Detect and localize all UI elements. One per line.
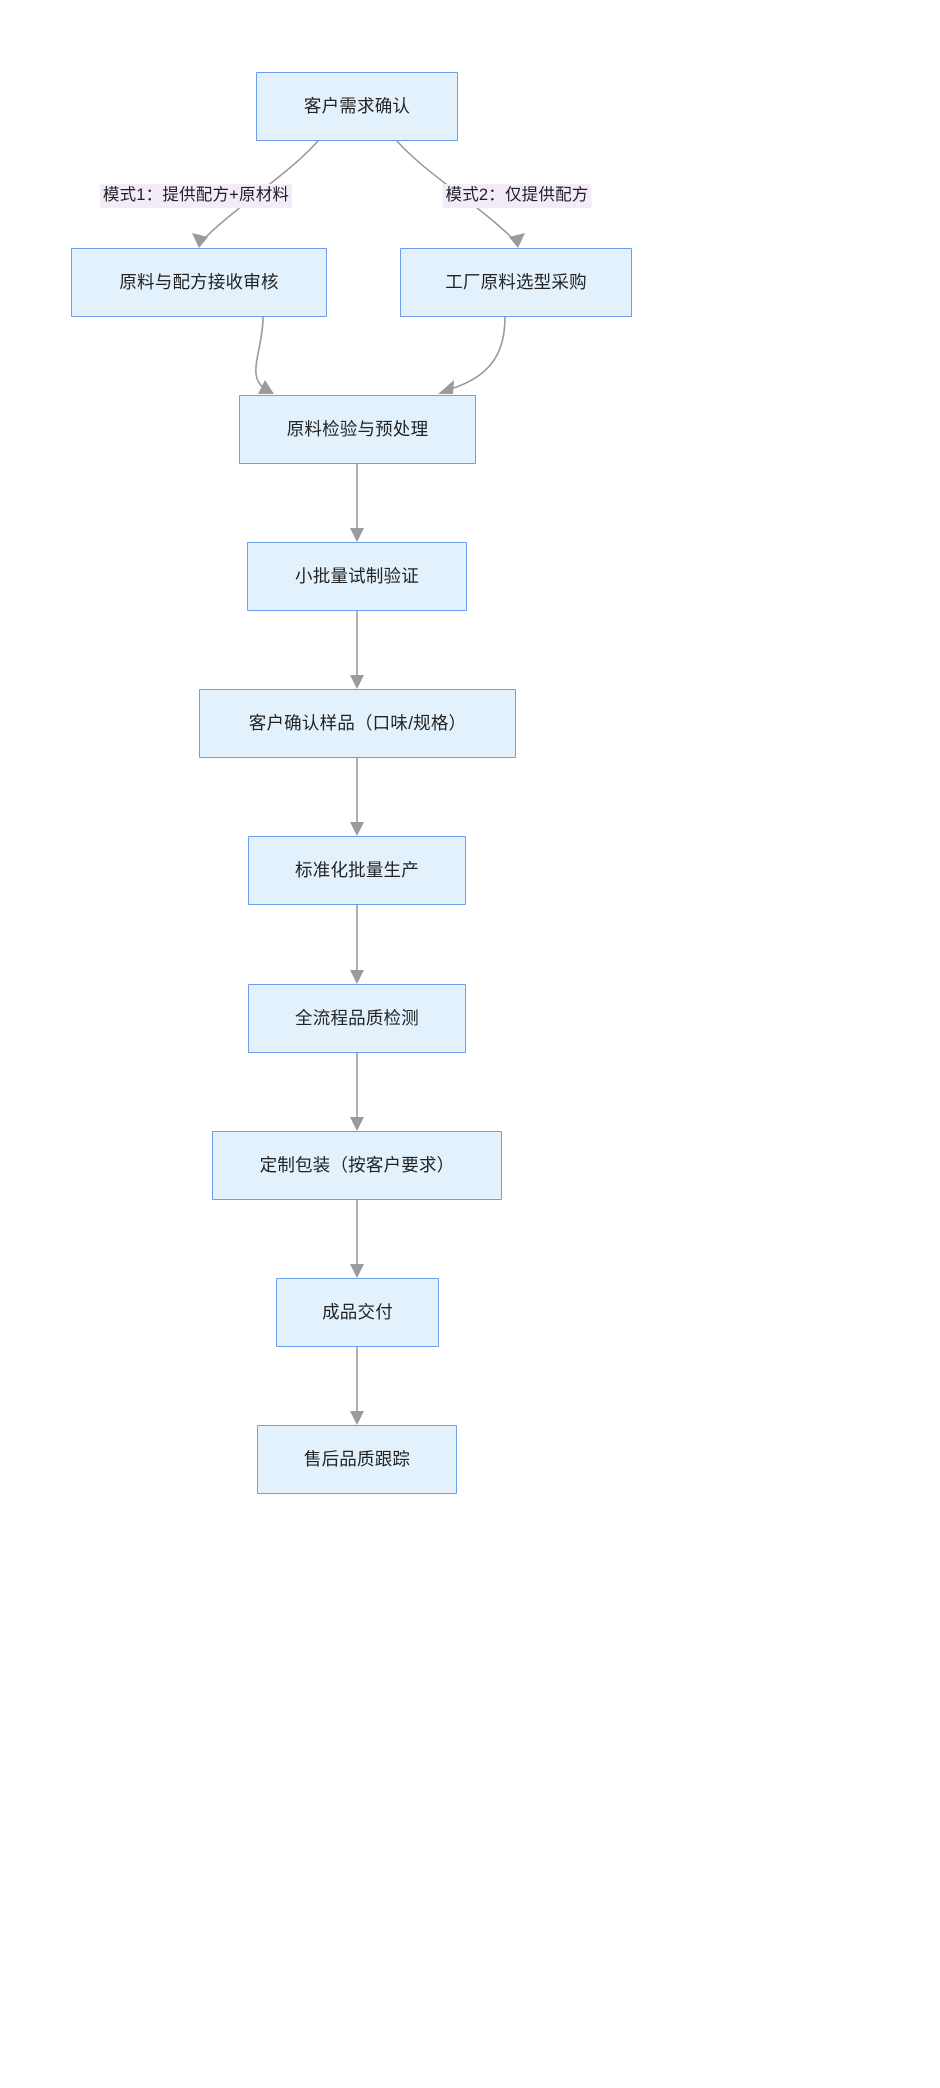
edge-n10-n11 <box>350 1347 364 1425</box>
arrow-head-icon <box>192 233 208 248</box>
arrow-head-icon <box>350 528 364 542</box>
node-label: 原料检验与预处理 <box>286 418 429 439</box>
arrow-head-icon <box>350 1117 364 1131</box>
node-custom-packaging[interactable]: 定制包装（按客户要求） <box>212 1131 502 1200</box>
node-customer-requirement[interactable]: 客户需求确认 <box>256 72 458 141</box>
node-full-process-quality-check[interactable]: 全流程品质检测 <box>248 984 466 1053</box>
node-small-batch-trial[interactable]: 小批量试制验证 <box>247 542 467 611</box>
node-label: 原料与配方接收审核 <box>119 271 279 292</box>
node-label: 定制包装（按客户要求） <box>259 1154 455 1175</box>
arrow-head-icon <box>258 380 274 394</box>
edge-label-mode-2: 模式2：仅提供配方 <box>442 184 592 208</box>
edge-n8-n9 <box>350 1053 364 1131</box>
node-label: 成品交付 <box>322 1301 393 1322</box>
edge-line <box>255 316 269 392</box>
arrow-head-icon <box>509 233 525 248</box>
node-label: 标准化批量生产 <box>295 859 419 880</box>
arrow-head-icon <box>350 970 364 984</box>
edge-n2-n4 <box>255 316 274 394</box>
edge-n9-n10 <box>350 1200 364 1278</box>
node-finished-goods-delivery[interactable]: 成品交付 <box>276 1278 439 1347</box>
node-factory-material-procurement[interactable]: 工厂原料选型采购 <box>400 248 632 317</box>
arrow-head-icon <box>350 1411 364 1425</box>
arrow-head-icon <box>438 380 454 394</box>
node-label: 售后品质跟踪 <box>303 1448 411 1469</box>
node-label: 工厂原料选型采购 <box>445 271 587 292</box>
arrow-head-icon <box>350 822 364 836</box>
node-label: 客户确认样品（口味/规格） <box>248 712 467 733</box>
arrow-head-icon <box>350 1264 364 1278</box>
edge-n3-n4 <box>438 316 506 394</box>
node-material-formula-review[interactable]: 原料与配方接收审核 <box>71 248 327 317</box>
node-material-inspection-pretreatment[interactable]: 原料检验与预处理 <box>239 395 476 464</box>
edge-n5-n6 <box>350 611 364 689</box>
edge-n4-n5 <box>350 464 364 542</box>
node-label: 全流程品质检测 <box>295 1007 419 1028</box>
node-standard-mass-production[interactable]: 标准化批量生产 <box>248 836 466 905</box>
node-label: 客户需求确认 <box>303 95 411 116</box>
node-customer-sample-confirm[interactable]: 客户确认样品（口味/规格） <box>199 689 516 758</box>
edge-line <box>443 316 506 392</box>
edge-n6-n7 <box>350 758 364 836</box>
edge-label-mode-1: 模式1：提供配方+原材料 <box>99 184 293 208</box>
arrow-head-icon <box>350 675 364 689</box>
edge-n7-n8 <box>350 905 364 984</box>
node-after-sales-quality-tracking[interactable]: 售后品质跟踪 <box>257 1425 457 1494</box>
node-label: 小批量试制验证 <box>295 565 419 586</box>
